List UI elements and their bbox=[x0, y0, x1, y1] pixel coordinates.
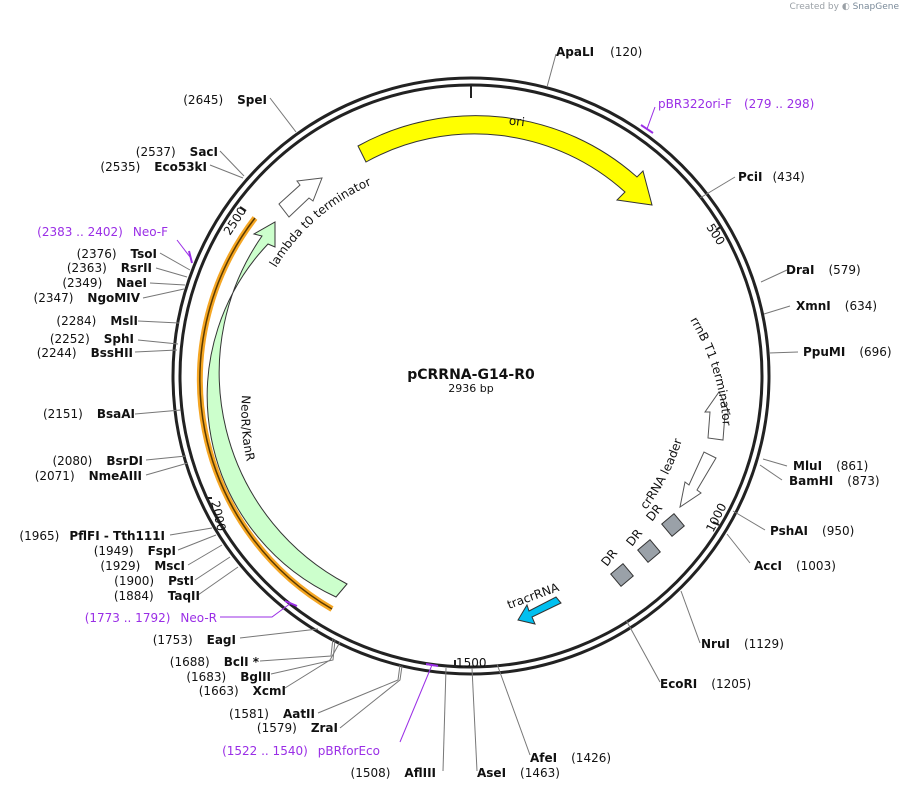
site-eco53ki[interactable]: (2535)Eco53kI bbox=[100, 160, 207, 174]
plasmid-length: 2936 bp bbox=[448, 382, 493, 395]
credit-prefix: Created by bbox=[789, 2, 839, 12]
primer-leader-lines bbox=[176, 106, 656, 743]
snapgene-credit: Created by ◐ SnapGene bbox=[789, 2, 899, 12]
site-ecori[interactable]: EcoRI(1205) bbox=[660, 677, 751, 691]
site-pcii[interactable]: PciI(434) bbox=[738, 170, 805, 184]
tick-1500: 1500 bbox=[456, 656, 487, 670]
site-aatii[interactable]: (1581)AatII bbox=[229, 707, 315, 721]
dr-box-3[interactable] bbox=[610, 563, 634, 587]
site-apali[interactable]: ApaLI(120) bbox=[556, 45, 642, 59]
dr-box-2[interactable] bbox=[637, 539, 661, 563]
site-ngomiv[interactable]: (2347)NgoMIV bbox=[34, 291, 141, 305]
neor-kanr-feature[interactable] bbox=[206, 221, 348, 598]
backbone-inner bbox=[178, 83, 764, 669]
neor-kanr-label: NeoR/KanR bbox=[238, 395, 257, 463]
site-asei[interactable]: AseI(1463) bbox=[477, 766, 560, 780]
ruler-ticks bbox=[206, 206, 723, 668]
site-pflfi-tth111i[interactable]: (1965)PflFI - Tth111I bbox=[19, 529, 165, 543]
crrna-leader-label: crRNA leader bbox=[637, 437, 685, 512]
site-bamhi[interactable]: BamHI(873) bbox=[789, 474, 880, 488]
site-afei[interactable]: AfeI(1426) bbox=[530, 751, 611, 765]
site-taqii[interactable]: (1884)TaqII bbox=[114, 589, 200, 603]
neo-orf-arc-core bbox=[199, 217, 333, 610]
primer-neo-f[interactable]: (2383 .. 2402)Neo-F bbox=[37, 225, 168, 239]
lambda-t0-terminator-feature[interactable] bbox=[278, 177, 323, 218]
dr-box-1[interactable] bbox=[661, 513, 685, 537]
site-rsrii[interactable]: (2363)RsrII bbox=[67, 261, 152, 275]
dr-label-2: DR bbox=[623, 526, 645, 548]
tracrrna-feature[interactable] bbox=[517, 596, 562, 625]
site-bsaai[interactable]: (2151)BsaAI bbox=[43, 407, 135, 421]
site-nmeaiii[interactable]: (2071)NmeAIII bbox=[35, 469, 142, 483]
site-zrai[interactable]: (1579)ZraI bbox=[257, 721, 338, 735]
site-ppumi[interactable]: PpuMI(696) bbox=[803, 345, 892, 359]
site-tsoi[interactable]: (2376)TsoI bbox=[77, 247, 157, 261]
lambda-t0-label: lambda t0 terminator bbox=[267, 175, 373, 270]
snapgene-logo-icon: ◐ bbox=[841, 2, 850, 12]
site-sphi[interactable]: (2252)SphI bbox=[50, 332, 134, 346]
primer-pbr322ori-f[interactable]: pBR322ori-F(279 .. 298) bbox=[658, 97, 814, 111]
site-nrui[interactable]: NruI(1129) bbox=[701, 637, 784, 651]
site-msci[interactable]: (1929)MscI bbox=[100, 559, 185, 573]
site-mlui[interactable]: MluI(861) bbox=[793, 459, 868, 473]
site-bsshii[interactable]: (2244)BssHII bbox=[37, 346, 133, 360]
site-drai[interactable]: DraI(579) bbox=[786, 263, 861, 277]
site-bglii[interactable]: (1683)BglII bbox=[186, 670, 271, 684]
site-msli[interactable]: (2284)MslI bbox=[56, 314, 138, 328]
site-psti[interactable]: (1900)PstI bbox=[114, 574, 194, 588]
site-bcli[interactable]: (1688)BclI * bbox=[170, 655, 260, 669]
tick-2000: 2000 bbox=[208, 500, 229, 533]
rrnb-t1-terminator-feature[interactable] bbox=[704, 391, 731, 441]
site-xmni[interactable]: XmnI(634) bbox=[796, 299, 877, 313]
site-naei[interactable]: (2349)NaeI bbox=[62, 276, 147, 290]
site-fspi[interactable]: (1949)FspI bbox=[94, 544, 176, 558]
primer-neo-r[interactable]: (1773 .. 1792)Neo-R bbox=[85, 611, 217, 625]
site-acci[interactable]: AccI(1003) bbox=[754, 559, 836, 573]
site-eagi[interactable]: (1753)EagI bbox=[153, 633, 236, 647]
site-xcmi[interactable]: (1663)XcmI bbox=[199, 684, 286, 698]
site-leader-lines bbox=[134, 53, 799, 772]
site-bsrdi[interactable]: (2080)BsrDI bbox=[52, 454, 143, 468]
site-pshai[interactable]: PshAI(950) bbox=[770, 524, 854, 538]
site-aflIII[interactable]: (1508)AflIII bbox=[351, 766, 436, 780]
tick-500: 500 bbox=[703, 221, 727, 248]
dr-label-3: DR bbox=[598, 546, 620, 568]
ori-label: ori bbox=[508, 114, 525, 130]
plasmid-name: pCRRNA-G14-R0 bbox=[407, 367, 535, 383]
credit-brand: SnapGene bbox=[852, 2, 899, 12]
ori-feature[interactable] bbox=[357, 115, 653, 206]
backbone-outer bbox=[171, 76, 771, 676]
crrna-leader-feature[interactable] bbox=[679, 451, 717, 509]
site-saci[interactable]: (2537)SacI bbox=[136, 145, 218, 159]
site-spei[interactable]: (2645)SpeI bbox=[183, 93, 267, 107]
primer-pbrforeco[interactable]: (1522 .. 1540)pBRforEco bbox=[222, 744, 380, 758]
